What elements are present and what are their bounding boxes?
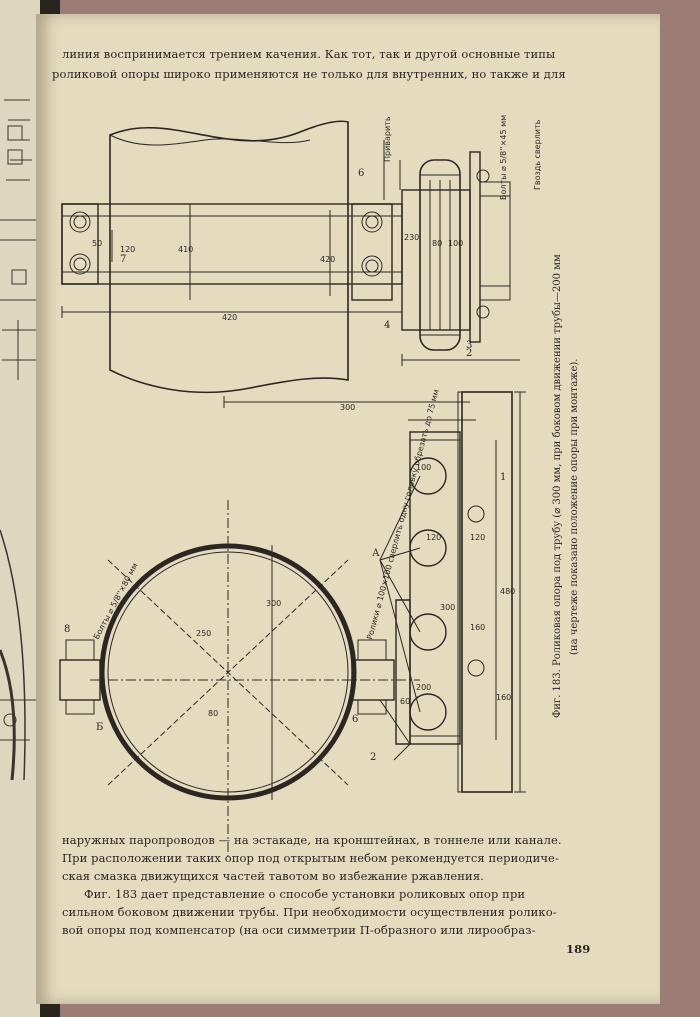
dimension-label: 60 xyxy=(400,697,410,706)
dimension-label: 160 xyxy=(470,623,485,632)
item-mark: 8 xyxy=(64,624,70,635)
facing-page-edge xyxy=(0,0,40,1017)
dimension-label: 100 xyxy=(448,239,463,248)
item-mark: 7 xyxy=(120,254,126,265)
item-mark: 6 xyxy=(352,714,358,725)
bolt-head xyxy=(467,659,485,677)
body-text-line: роликовой опоры широко применяются не то… xyxy=(52,67,566,81)
item-mark: Б xyxy=(96,722,103,733)
dimension-label: 200 xyxy=(416,683,431,692)
note-weld: Приварить xyxy=(383,116,392,162)
figure-caption: Фиг. 183. Роликовая опора под трубу (⌀ 3… xyxy=(552,254,563,718)
item-mark: 3 xyxy=(466,340,472,351)
item-mark: 2 xyxy=(370,752,376,763)
item-mark: 1 xyxy=(500,472,506,483)
item-mark: 4 xyxy=(384,320,390,331)
body-text-line: линия воспринимается трением качения. Ка… xyxy=(62,47,556,61)
item-mark: 6 xyxy=(358,168,364,179)
body-text-line: ская смазка движущихся частей тавотом во… xyxy=(62,869,484,883)
dimension-label: 300 xyxy=(440,603,455,612)
angle-bracket xyxy=(395,599,411,745)
dimension-label: 300 xyxy=(266,599,281,608)
body-text-line: вой опоры под компенсатор (на оси симмет… xyxy=(62,923,536,937)
note-bolts-top: Болты ⌀ 5/8''×45 мм xyxy=(499,115,508,200)
body-text-line: наружных паропроводов — на эстакаде, на … xyxy=(62,833,562,847)
pipe-top-view xyxy=(109,120,349,394)
roller xyxy=(409,613,447,651)
bolt-head xyxy=(476,169,490,183)
body-text-line: При расположении таких опор под открытым… xyxy=(62,851,559,865)
roller xyxy=(409,693,447,731)
dimension-label: 480 xyxy=(500,587,515,596)
bolt-head xyxy=(361,255,383,277)
note-rollers: Ролики ⌀ 100×100 сверлить одну головку о… xyxy=(365,388,441,640)
dimension-label: 120 xyxy=(426,533,441,542)
item-mark: 2 xyxy=(466,348,472,359)
bolt-head xyxy=(69,211,91,233)
dimension-label: 120 xyxy=(470,533,485,542)
roller-housing xyxy=(409,431,461,745)
dimension-label: 410 xyxy=(178,245,193,254)
body-text-line: сильном боковом движении трубы. При необ… xyxy=(62,905,557,919)
figure-caption-sub: (на чертеже показано положение опоры при… xyxy=(569,359,580,655)
dimension-label: 300 xyxy=(340,403,355,412)
dimension-label: 160 xyxy=(496,693,511,702)
body-text-line: Фиг. 183 дает представление о способе ус… xyxy=(84,887,526,901)
facing-page-drawing-fragment xyxy=(0,99,38,781)
bolt-head xyxy=(69,253,91,275)
dimension-label: 420 xyxy=(320,255,335,264)
roller xyxy=(409,529,447,567)
item-mark: А xyxy=(372,548,380,559)
dimension-label: 80 xyxy=(432,239,442,248)
bolt-head xyxy=(467,505,485,523)
dimension-label: 250 xyxy=(196,629,211,638)
dimension-label: 50 xyxy=(92,239,102,248)
bolt-head xyxy=(361,211,383,233)
bolt-head xyxy=(476,305,490,319)
dimension-label: 230 xyxy=(404,233,419,242)
note-drill: Гвоздь сверлить xyxy=(533,119,542,190)
page-number: 189 xyxy=(566,942,591,956)
dimension-label: 420 xyxy=(222,313,237,322)
roller xyxy=(409,457,447,495)
dimension-label: 80 xyxy=(208,709,218,718)
dimension-label: 120 xyxy=(120,245,135,254)
dimension-label: 100 xyxy=(416,463,431,472)
